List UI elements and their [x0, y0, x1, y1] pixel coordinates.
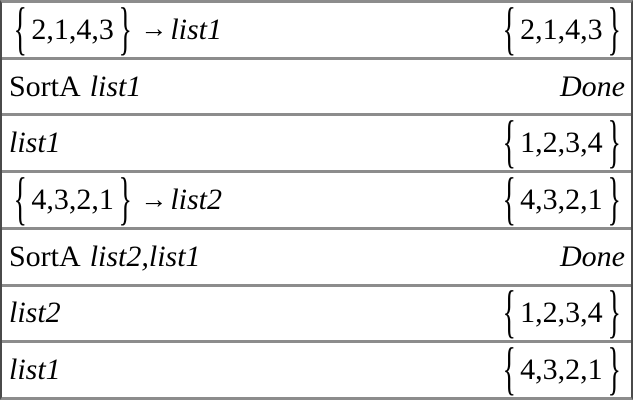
brace-open: {	[502, 280, 516, 345]
history-row-expression[interactable]: list1	[9, 128, 61, 158]
history-row[interactable]: SortA list1 Done	[2, 59, 631, 117]
command-name: SortA	[9, 239, 81, 273]
list-items: 4,3,2,1	[520, 183, 603, 217]
command-name: SortA	[9, 69, 81, 103]
history-row-result: Done	[201, 239, 625, 273]
history-row-result: {4,3,2,1}	[222, 170, 625, 228]
list-items: 4,3,2,1	[31, 183, 114, 217]
list-literal: {2,1,4,3}	[9, 0, 136, 58]
history-row[interactable]: {4,3,2,1} → list2 {4,3,2,1}	[2, 170, 631, 230]
result-list-literal: {1,2,3,4}	[498, 283, 625, 341]
list-items: 4,3,2,1	[520, 353, 603, 387]
brace-close: }	[607, 0, 621, 62]
brace-open: {	[502, 110, 516, 175]
history-row-expression[interactable]: {2,1,4,3} → list1	[9, 0, 222, 58]
brace-open: {	[502, 337, 516, 401]
history-row-expression[interactable]: SortA list1	[9, 69, 142, 103]
history-row-result: {2,1,4,3}	[222, 0, 625, 58]
brace-open: {	[502, 166, 516, 232]
history-row-expression[interactable]: {4,3,2,1} → list2	[9, 170, 222, 228]
list-items: 1,2,3,4	[520, 126, 603, 160]
brace-close: }	[118, 0, 132, 62]
variable-identifier: list2	[9, 296, 61, 330]
history-row-expression[interactable]: list1	[9, 355, 61, 385]
result-word: Done	[560, 69, 625, 103]
history-row-result: {1,2,3,4}	[61, 113, 625, 171]
store-arrow-icon: →	[140, 183, 168, 214]
list-items: 1,2,3,4	[520, 296, 603, 330]
history-row-result: {4,3,2,1}	[61, 340, 625, 398]
history-row[interactable]: {2,1,4,3} → list1 {2,1,4,3}	[2, 0, 631, 60]
brace-close: }	[607, 280, 621, 345]
result-list-literal: {4,3,2,1}	[498, 340, 625, 398]
result-list-literal: {4,3,2,1}	[498, 170, 625, 228]
brace-close: }	[607, 337, 621, 401]
store-arrow-icon: →	[140, 13, 168, 44]
history-row-expression[interactable]: list2	[9, 298, 61, 328]
list-items: 2,1,4,3	[520, 12, 603, 46]
result-list-literal: {2,1,4,3}	[498, 0, 625, 58]
history-row[interactable]: list1 {4,3,2,1}	[2, 340, 631, 398]
history-row[interactable]: SortA list2,list1 Done	[2, 229, 631, 287]
brace-open: {	[13, 166, 27, 232]
store-target-identifier: list2	[170, 183, 222, 217]
variable-identifier: list1	[9, 126, 61, 160]
command-arguments: list1	[89, 69, 142, 103]
list-items: 2,1,4,3	[31, 12, 114, 46]
variable-identifier: list1	[9, 353, 61, 387]
brace-close: }	[607, 166, 621, 232]
result-word: Done	[560, 239, 625, 273]
history-row-result: {1,2,3,4}	[61, 283, 625, 341]
list-literal: {4,3,2,1}	[9, 170, 136, 228]
history-row[interactable]: list1 {1,2,3,4}	[2, 113, 631, 174]
history-row[interactable]: list2 {1,2,3,4}	[2, 283, 631, 344]
brace-open: {	[502, 0, 516, 62]
brace-close: }	[118, 166, 132, 232]
history-row-result: Done	[141, 69, 625, 103]
store-target-identifier: list1	[170, 12, 222, 46]
history-row-expression[interactable]: SortA list2,list1	[9, 239, 201, 273]
brace-close: }	[607, 110, 621, 175]
command-arguments: list2,list1	[89, 239, 201, 273]
result-list-literal: {1,2,3,4}	[498, 113, 625, 171]
brace-open: {	[13, 0, 27, 62]
